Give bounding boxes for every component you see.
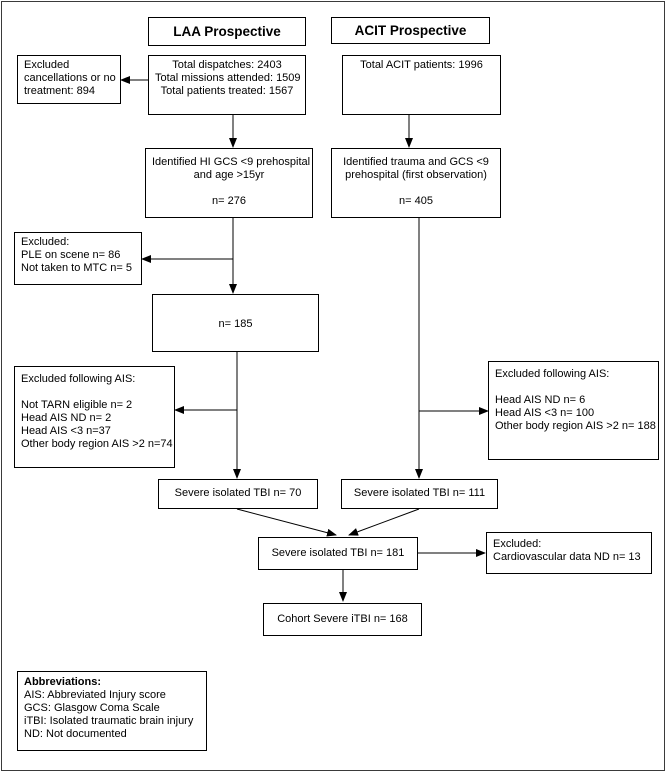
box-line: Not TARN eligible n= 2 [21, 399, 133, 411]
box-line: Not taken to MTC n= 5 [21, 262, 132, 274]
box-gap [338, 182, 494, 195]
abbreviation-item: ND: Not documented [24, 728, 127, 740]
box-line: Severe isolated TBI n= 111 [353, 487, 486, 499]
box-line: prehospital (first observation) [345, 169, 487, 181]
box-line: Identified HI GCS <9 prehospital [152, 156, 311, 168]
identified-trauma-box: Identified trauma and GCS <9 prehospital… [331, 148, 501, 218]
box-line: Excluded: [493, 538, 542, 550]
box-gap [495, 381, 652, 394]
identified-hi-box: Identified HI GCS <9 prehospital and age… [145, 148, 313, 218]
abbreviations-heading: Abbreviations: [24, 676, 102, 688]
total-dispatches-box: Total dispatches: 2403 Total missions at… [148, 55, 306, 115]
box-line: Head AIS <3 n= 100 [495, 407, 595, 419]
excluded-cancellations-box: Excluded cancellations or no treatment: … [17, 55, 121, 104]
excluded-ais-left-box: Excluded following AIS: Not TARN eligibl… [14, 366, 175, 468]
box-line: Cohort Severe iTBI n= 168 [277, 613, 408, 625]
box-line: Excluded following AIS: [495, 368, 610, 380]
box-gap [21, 386, 168, 399]
abbreviation-item: AIS: Abbreviated Injury score [24, 689, 166, 701]
abbreviation-item: GCS: Glasgow Coma Scale [24, 702, 160, 714]
excluded-cardio-box: Excluded: Cardiovascular data ND n= 13 [486, 532, 652, 574]
box-line: Head AIS ND n= 6 [495, 394, 586, 406]
box-line: Severe isolated TBI n= 181 [271, 547, 405, 559]
box-line: Identified trauma and GCS <9 [343, 156, 489, 168]
box-line: treatment: 894 [24, 85, 95, 97]
box-line: n= 185 [218, 318, 253, 330]
box-line: Head AIS <3 n=37 [21, 425, 111, 437]
laa-prospective-title: LAA Prospective [148, 17, 306, 46]
severe-tbi-111-box: Severe isolated TBI n= 111 [341, 479, 498, 509]
severe-tbi-70-box: Severe isolated TBI n= 70 [158, 479, 318, 509]
arrow-severe111-to-181 [348, 508, 420, 536]
box-line: Cardiovascular data ND n= 13 [493, 551, 641, 563]
cohort-box: Cohort Severe iTBI n= 168 [263, 603, 422, 636]
arrow-severe70-to-181 [236, 508, 337, 537]
box-line: Total patients treated: 1567 [160, 85, 294, 97]
box-gap [152, 182, 306, 195]
box-line: Head AIS ND n= 2 [21, 412, 112, 424]
box-line: cancellations or no [24, 72, 116, 84]
acit-prospective-title: ACIT Prospective [331, 17, 490, 44]
box-line: PLE on scene n= 86 [21, 249, 121, 261]
box-line: n= 405 [399, 195, 433, 207]
abbreviation-item: iTBI: Isolated traumatic brain injury [24, 715, 194, 727]
box-line: Total ACIT patients: 1996 [360, 59, 483, 71]
box-line: Total dispatches: 2403 [172, 59, 282, 71]
abbreviations-box: Abbreviations: AIS: Abbreviated Injury s… [17, 671, 207, 751]
box-line: Other body region AIS >2 n=74 [21, 438, 173, 450]
box-line: and age >15yr [193, 169, 265, 181]
excluded-ple-box: Excluded: PLE on scene n= 86 Not taken t… [14, 232, 142, 285]
box-line: Total missions attended: 1509 [155, 72, 301, 84]
severe-tbi-181-box: Severe isolated TBI n= 181 [258, 537, 418, 570]
box-line: Excluded [24, 59, 70, 71]
box-line: Excluded: [21, 236, 70, 248]
n185-box: n= 185 [152, 294, 319, 352]
total-acit-box: Total ACIT patients: 1996 [342, 55, 501, 115]
box-line: n= 276 [212, 195, 246, 207]
box-line: Severe isolated TBI n= 70 [174, 487, 302, 499]
box-line: Excluded following AIS: [21, 373, 136, 385]
excluded-ais-right-box: Excluded following AIS: Head AIS ND n= 6… [488, 361, 659, 460]
box-line: Other body region AIS >2 n= 188 [495, 420, 656, 432]
